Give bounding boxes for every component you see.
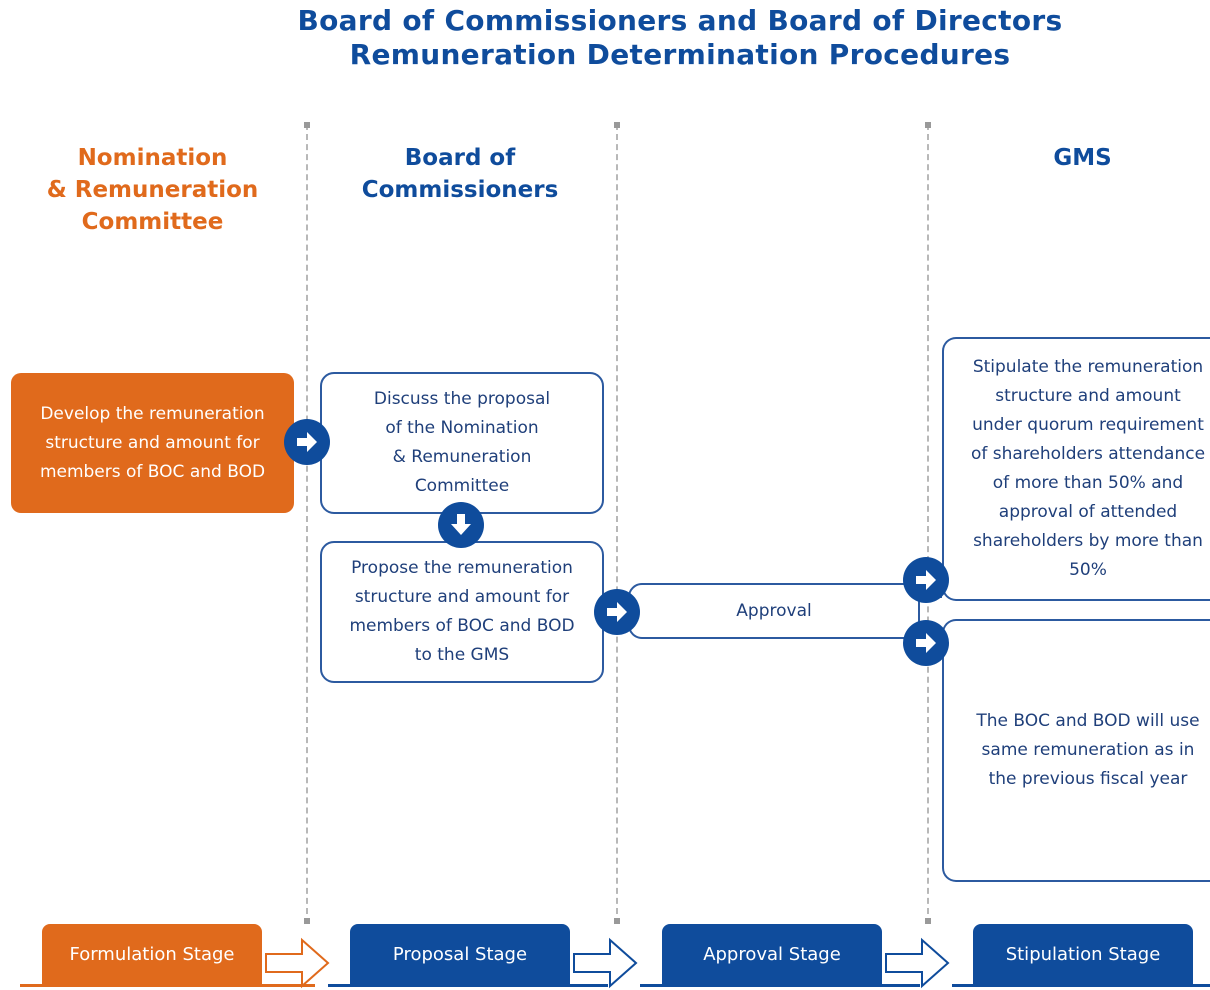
- lane-separator: [616, 124, 618, 924]
- arrow-right-circle-icon: [903, 557, 949, 603]
- hollow-arrow-icon: [265, 937, 330, 989]
- lane-separator: [927, 124, 929, 924]
- diagram-title-line2: Remuneration Determination Procedures: [349, 38, 1011, 71]
- process-same-remuneration: The BOC and BOD will use same remunerati…: [942, 619, 1210, 882]
- stage-formulation: Formulation Stage: [42, 924, 262, 984]
- lane-separator-cap: [304, 918, 310, 924]
- stage-baseline: [952, 984, 1210, 987]
- lane-separator-cap: [925, 122, 931, 128]
- stage-baseline: [328, 984, 608, 987]
- stage-proposal: Proposal Stage: [350, 924, 570, 984]
- process-stipulate: Stipulate the remuneration structure and…: [942, 337, 1210, 601]
- stage-baseline: [640, 984, 920, 987]
- hollow-arrow-icon: [573, 937, 638, 989]
- lane-separator-cap: [614, 918, 620, 924]
- arrow-down-circle-icon: [438, 502, 484, 548]
- arrow-right-circle-icon: [284, 419, 330, 465]
- stage-stipulation: Stipulation Stage: [973, 924, 1193, 984]
- lane-separator-cap: [304, 122, 310, 128]
- lane-heading-gms: GMS: [1053, 145, 1112, 171]
- stage-approval: Approval Stage: [662, 924, 882, 984]
- process-approval: Approval: [628, 583, 920, 639]
- stage-baseline: [20, 984, 315, 987]
- diagram-title-line1: Board of Commissioners and Board of Dire…: [297, 4, 1063, 37]
- arrow-right-circle-icon: [594, 589, 640, 635]
- process-develop: Develop the remuneration structure and a…: [11, 373, 294, 513]
- arrow-right-circle-icon: [903, 620, 949, 666]
- lane-separator-cap: [614, 122, 620, 128]
- lane-heading-nrc: Nomination & Remuneration Committee: [46, 145, 259, 235]
- process-discuss: Discuss the proposal of the Nomination &…: [320, 372, 604, 514]
- lane-separator: [306, 124, 308, 924]
- hollow-arrow-icon: [885, 937, 950, 989]
- lane-separator-cap: [925, 918, 931, 924]
- process-propose: Propose the remuneration structure and a…: [320, 541, 604, 683]
- lane-heading-boc: Board of Commissioners: [361, 145, 559, 203]
